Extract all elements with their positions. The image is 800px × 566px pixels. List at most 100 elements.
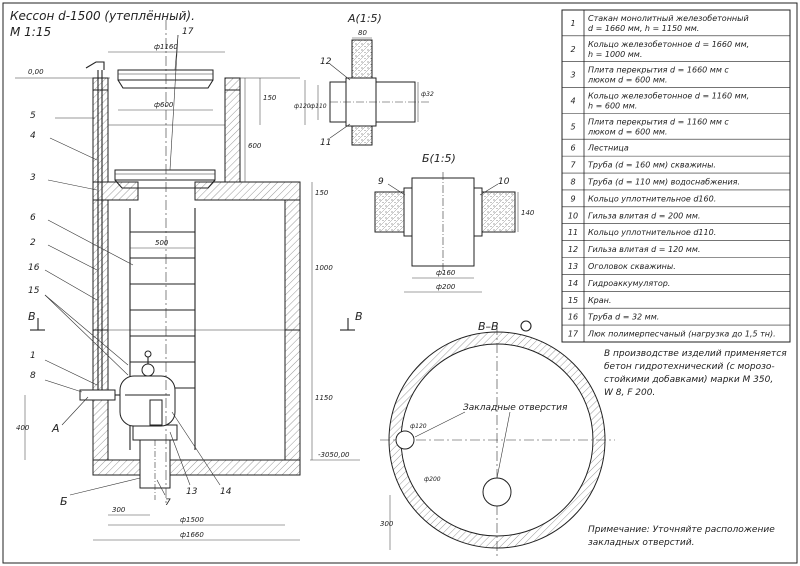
section-marker-b-left: В: [28, 310, 36, 323]
view-a-detail: А(1:5) 80 ф32 ф120 ф110 12 11: [294, 12, 434, 148]
view-b-detail: Б(1:5) ф160 ф200 140 9 10: [374, 152, 535, 293]
spec-row-text: Стакан монолитный железобетонный: [588, 14, 749, 23]
spec-row-text: Труба d = 32 мм.: [588, 313, 659, 322]
spec-row-number: 16: [568, 313, 578, 322]
drawing-scale: М 1:15: [10, 25, 51, 39]
note-concrete-1: В производстве изделий применяется: [604, 349, 787, 359]
view-a-callout-12: 12: [320, 57, 332, 67]
section-holes-label: Закладные отверстия: [463, 403, 568, 413]
callout-8: 8: [30, 371, 36, 381]
spec-row-text: Кольцо уплотнительное d110.: [588, 228, 716, 237]
dim-h1150: 1150: [315, 394, 333, 402]
spec-row-text: Гидроаккумулятор.: [588, 279, 670, 288]
callout-3: 3: [30, 173, 36, 183]
callout-6: 6: [30, 213, 36, 223]
view-b-callout-10: 10: [498, 177, 510, 187]
callout-4: 4: [30, 131, 36, 141]
callout-leaders: [44, 34, 221, 496]
notes: В производстве изделий применяется бетон…: [588, 349, 787, 548]
note-remark-2: закладных отверстий.: [588, 538, 694, 548]
spec-row-number: 7: [570, 161, 576, 170]
callout-14: 14: [220, 487, 232, 497]
spec-row-text: Оголовок скважины.: [588, 262, 676, 271]
spec-row-text: Труба (d = 160 мм) скважины.: [588, 161, 716, 170]
spec-row-text: Люк полимерпесчаный (нагрузка до 1,5 тн)…: [587, 330, 776, 339]
section-vv-title: В–В: [478, 320, 499, 333]
view-a-dim-d32: ф32: [421, 91, 434, 98]
spec-row-text: Плита перекрытия d = 1660 мм с: [588, 66, 729, 75]
section-marker-b-right: В: [355, 310, 363, 323]
dim-h400: 400: [16, 424, 30, 432]
view-b-dim-d200: ф200: [436, 283, 456, 291]
dim-h150b: 150: [315, 189, 329, 197]
main-dimensions: 0,00 ф1160 ф600 150 600 150 500 1000 115…: [16, 43, 360, 541]
section-dim-d200: ф200: [424, 476, 441, 483]
dim-h600: 600: [248, 142, 262, 150]
view-marker-a: А: [51, 422, 60, 435]
view-b-dim-140: 140: [521, 209, 535, 217]
spec-row-text: Кольцо железобетонное d = 1660 мм,: [588, 40, 749, 49]
callout-16: 16: [28, 263, 40, 273]
spec-row-number: 3: [570, 71, 575, 80]
callout-1: 1: [30, 351, 36, 361]
dim-h1000: 1000: [315, 264, 333, 272]
view-a-dim-d120: ф120: [294, 103, 311, 110]
spec-row-number: 10: [568, 211, 578, 220]
spec-row-text: Гильза влитая d = 120 мм.: [588, 245, 700, 254]
view-b-callout-9: 9: [378, 177, 384, 187]
section-dim-300: 300: [380, 520, 394, 528]
spec-row-number: 4: [570, 96, 575, 105]
view-a-dim-80: 80: [358, 29, 367, 37]
spec-row-text: h = 1000 мм.: [588, 50, 642, 59]
spec-row-text: Труба (d = 110 мм) водоснабжения.: [588, 177, 740, 186]
dim-w300: 300: [112, 506, 126, 514]
dim-d600: ф600: [154, 101, 174, 109]
view-marker-b: Б: [60, 495, 68, 508]
spec-row-text: Гильза влитая d = 200 мм.: [588, 211, 700, 220]
level-bottom: -3050,00: [318, 451, 350, 459]
spec-row-text: Кольцо железобетонное d = 1160 мм,: [588, 91, 749, 100]
level-top: 0,00: [28, 68, 44, 76]
section-dim-d120: ф120: [410, 423, 427, 430]
callout-13: 13: [186, 487, 198, 497]
callout-2: 2: [30, 238, 36, 248]
callout-17: 17: [182, 27, 194, 37]
spec-row-number: 2: [570, 45, 575, 54]
main-elevation: В В А Б 17 5 4 3 6 2: [15, 20, 363, 541]
spec-row-number: 9: [570, 194, 575, 203]
dim-h150a: 150: [263, 94, 277, 102]
note-concrete-4: W 8, F 200.: [604, 388, 655, 398]
spec-row-text: Кран.: [588, 296, 611, 305]
dim-d1500: ф1500: [180, 516, 204, 524]
spec-row-text: h = 600 мм.: [588, 101, 637, 110]
spec-row-number: 15: [568, 296, 578, 305]
view-b-title: Б(1:5): [422, 152, 456, 165]
view-b-dim-d160: ф160: [436, 269, 456, 277]
spec-row-number: 6: [570, 144, 575, 153]
spec-row-number: 11: [568, 228, 578, 237]
spec-row-text: Кольцо уплотнительное d160.: [588, 194, 716, 203]
spec-row-number: 5: [570, 122, 575, 131]
dim-d1160: ф1160: [154, 43, 178, 51]
spec-row-number: 12: [568, 245, 578, 254]
spec-row-number: 8: [570, 177, 575, 186]
spec-row-number: 14: [568, 279, 578, 288]
spec-row-number: 1: [570, 19, 575, 28]
dim-w500: 500: [155, 239, 169, 247]
dim-d1660: ф1660: [180, 531, 204, 539]
note-concrete-3: стойкими добавками) марки М 350,: [604, 375, 773, 385]
spec-row-number: 13: [568, 262, 578, 271]
callout-7: 7: [165, 498, 171, 508]
note-concrete-2: бетон гидротехнический (с морозо-: [604, 362, 775, 372]
note-remark-1: Примечание: Уточняйте расположение: [588, 525, 775, 535]
callout-5: 5: [30, 111, 36, 121]
spec-row-text: люком d = 600 мм.: [587, 127, 667, 136]
spec-row-text: Плита перекрытия d = 1160 мм с: [588, 117, 729, 126]
callout-15: 15: [28, 286, 40, 296]
spec-row-text: Лестница: [587, 144, 629, 153]
section-vv: В–В Закладные отверстия ф120 ф200 300: [380, 320, 615, 556]
spec-row-text: люком d = 600 мм.: [587, 76, 667, 85]
